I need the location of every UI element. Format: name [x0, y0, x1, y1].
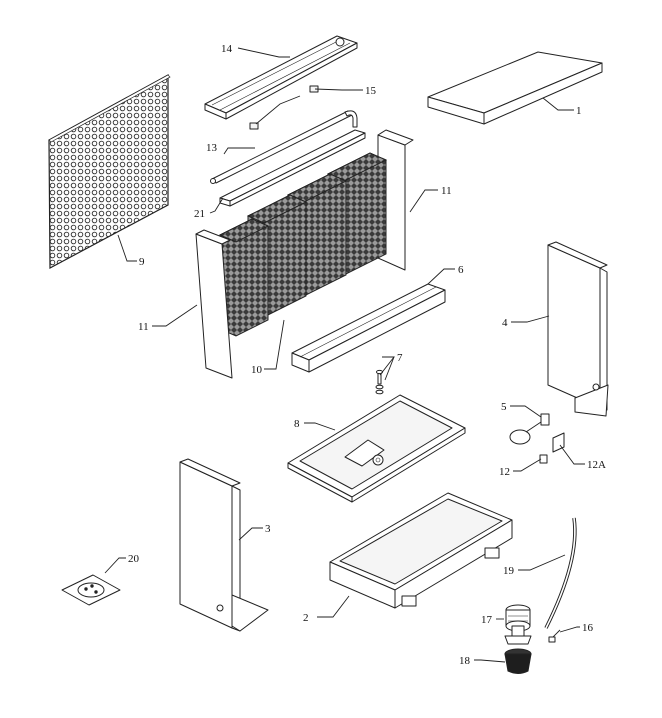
callout-17: 17	[481, 614, 493, 626]
callout-11-left: 11	[138, 321, 149, 333]
hose-fitting-part	[548, 629, 561, 643]
filter-screen-part	[48, 73, 171, 269]
callout-21: 21	[194, 208, 205, 220]
distribution-pipe-part	[210, 110, 358, 184]
pipe-support-bar-part	[219, 129, 366, 207]
callout-14: 14	[221, 43, 233, 55]
pad-support-channel-part	[291, 283, 446, 373]
callout-20: 20	[128, 553, 140, 565]
callout-9: 9	[139, 256, 145, 268]
callout-7: 7	[397, 352, 403, 364]
rear-panel-part	[547, 241, 609, 417]
screw-set-part	[375, 369, 384, 395]
callout-2: 2	[303, 612, 309, 624]
callout-16: 16	[582, 622, 594, 634]
leader-lines	[104, 47, 585, 663]
callout-19: 19	[503, 565, 515, 577]
callout-10: 10	[251, 364, 263, 376]
callout-15: 15	[365, 85, 377, 97]
callout-3: 3	[265, 523, 271, 535]
callout-4: 4	[502, 317, 508, 329]
top-cover-part	[427, 51, 603, 125]
side-wall-left-part	[195, 229, 233, 379]
distribution-tray-part	[204, 35, 358, 120]
callout-labels: 1 2 3 4 5 6 7 8 9 10 11 11 12 12A 13 14 …	[128, 43, 606, 667]
pump-part	[504, 604, 532, 645]
float-valve-part	[509, 413, 550, 445]
cooling-media-pads	[218, 152, 388, 337]
callout-1: 1	[576, 105, 582, 117]
callout-8: 8	[294, 418, 300, 430]
water-reservoir-part	[287, 394, 466, 503]
callout-12a: 12A	[587, 459, 606, 471]
callout-13: 13	[206, 142, 218, 154]
callout-18: 18	[459, 655, 471, 667]
floor-drain-part	[61, 574, 121, 606]
callout-5: 5	[501, 401, 507, 413]
front-panel-part	[179, 458, 269, 632]
pump-filter-part	[504, 648, 532, 674]
drain-hose-part	[544, 517, 577, 629]
base-pan-part	[329, 492, 513, 609]
callout-11-right: 11	[441, 185, 452, 197]
bracket-part	[539, 432, 565, 464]
callout-12: 12	[499, 466, 510, 478]
callout-6: 6	[458, 264, 464, 276]
